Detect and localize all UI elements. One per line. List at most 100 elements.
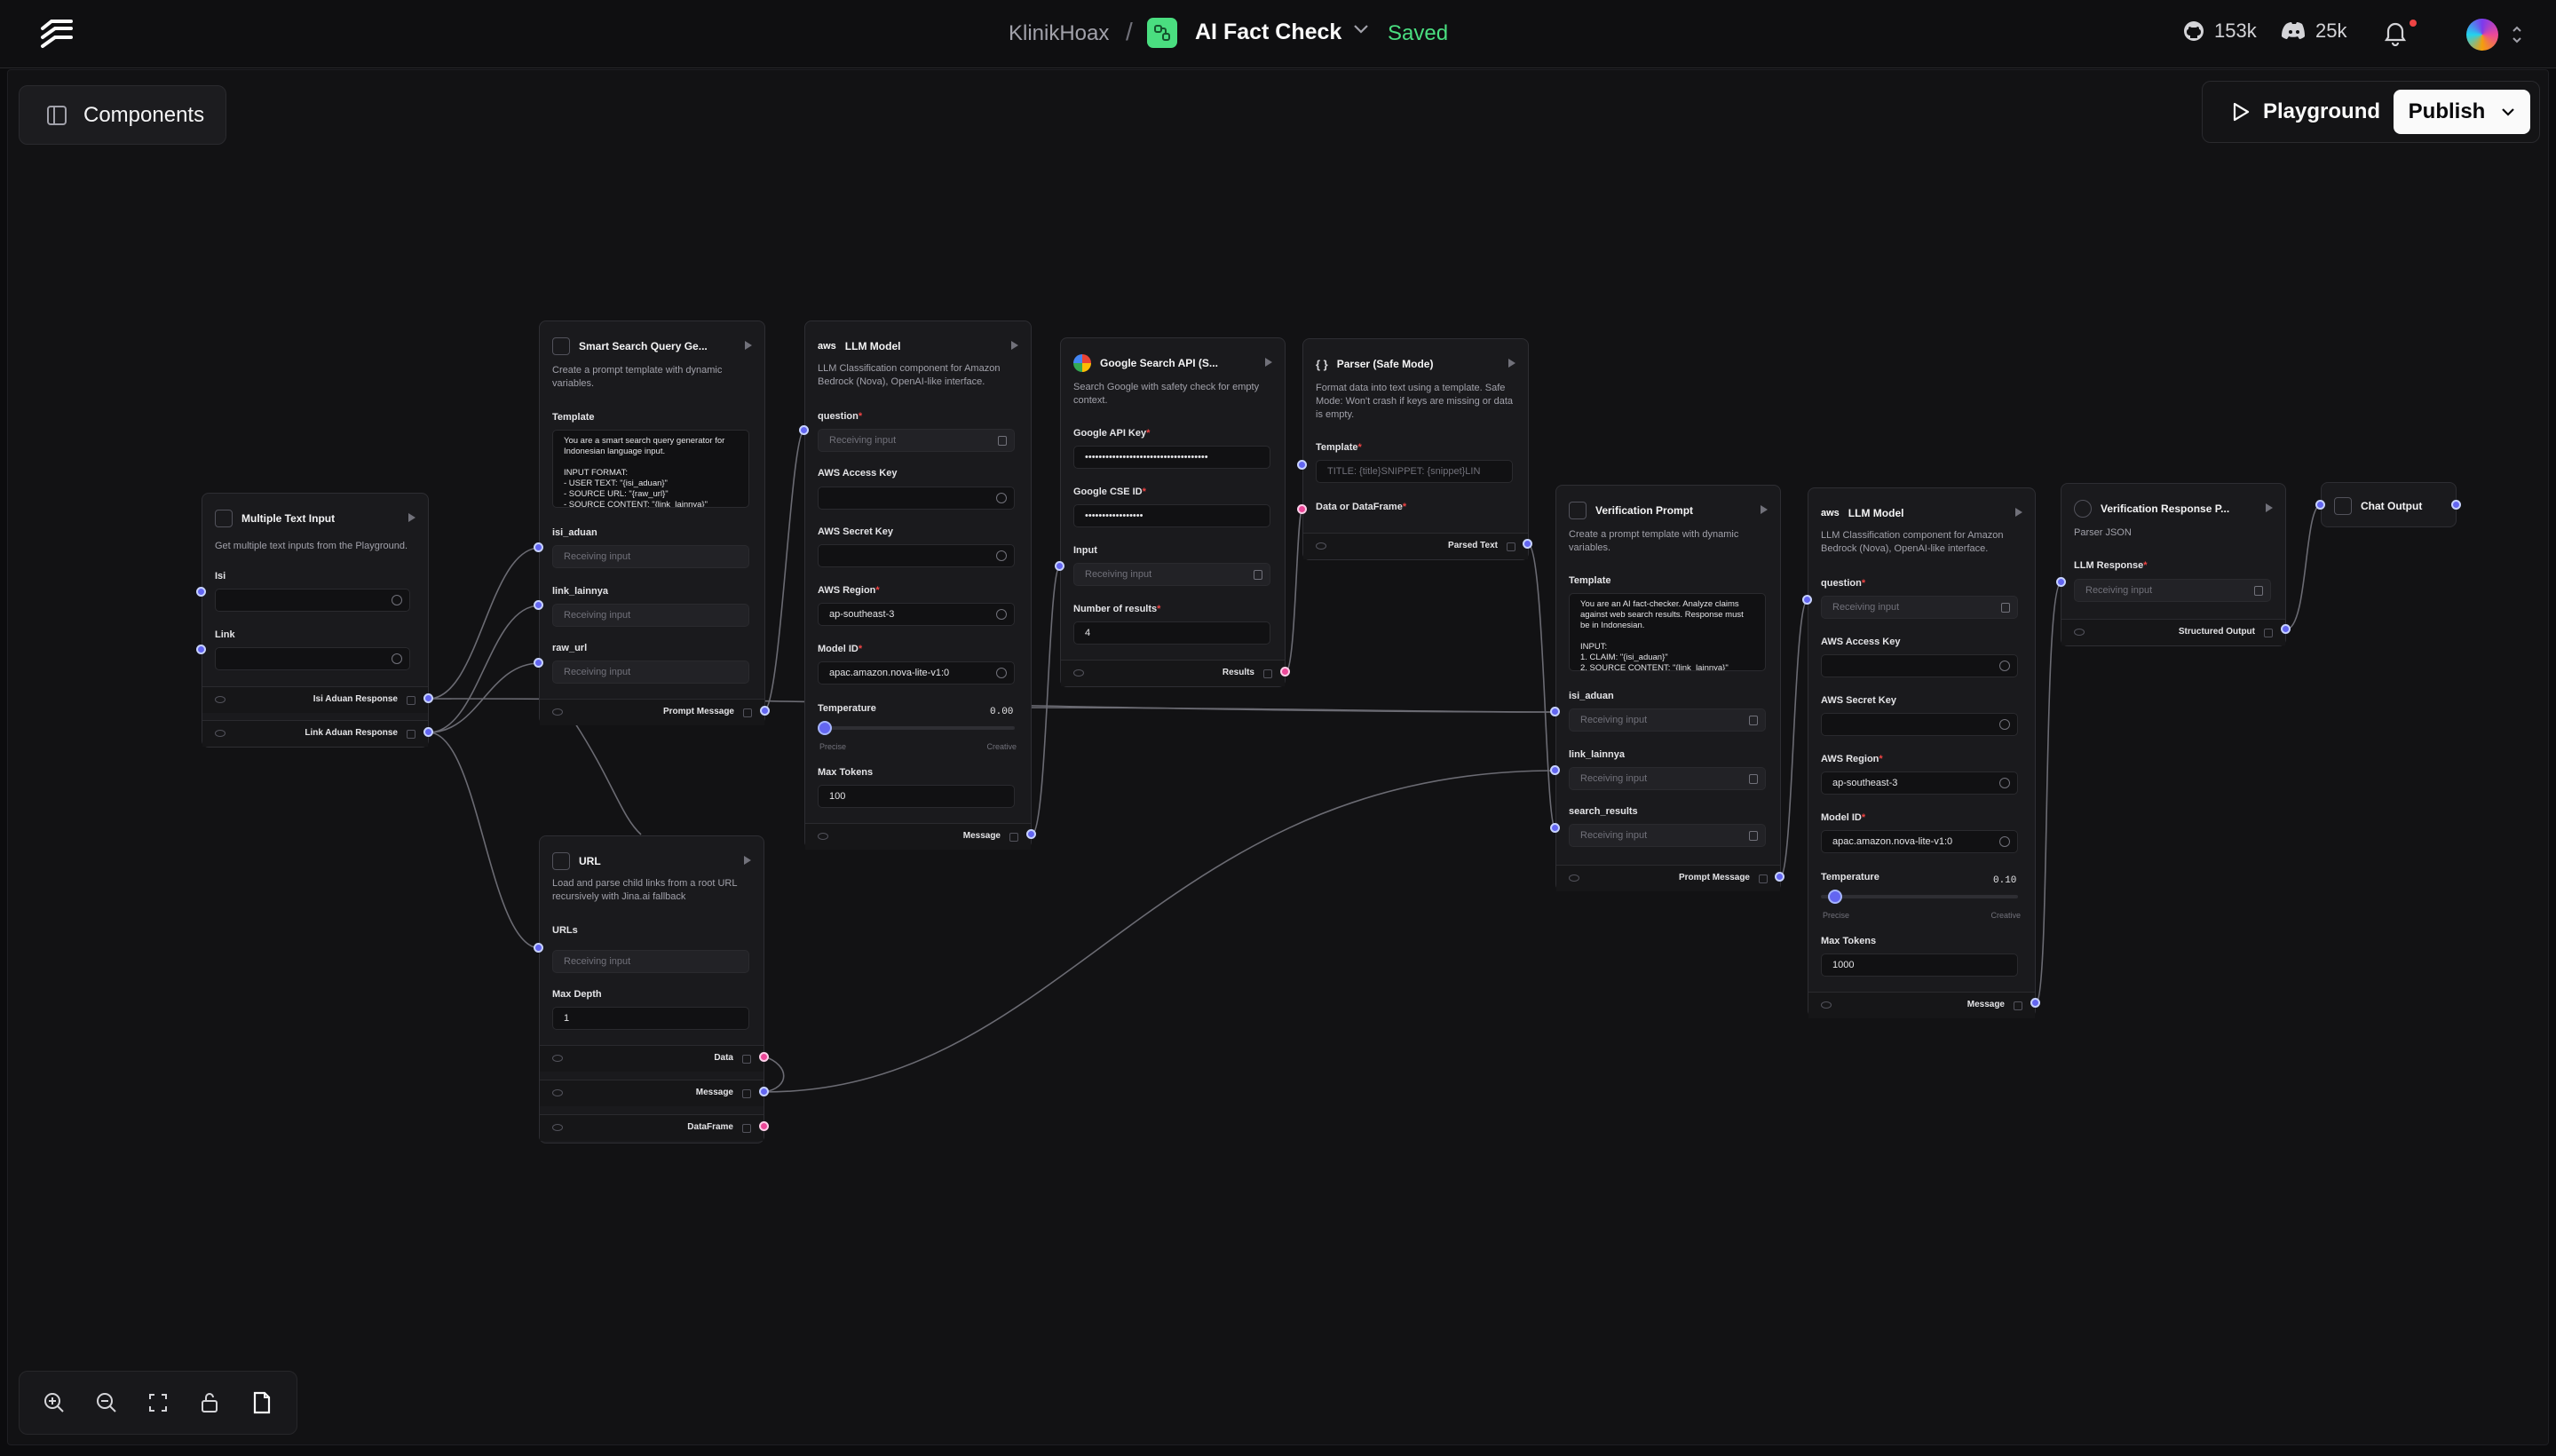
handle-url-message[interactable] bbox=[759, 1087, 769, 1096]
inspect-icon[interactable] bbox=[1263, 669, 1272, 678]
model-id-field[interactable]: apac.amazon.nova-lite-v1:0 bbox=[1821, 830, 2018, 853]
handle-llm2-question[interactable] bbox=[1802, 595, 1812, 605]
search-input[interactable]: Receiving input bbox=[1073, 563, 1270, 586]
globe-icon[interactable] bbox=[996, 550, 1007, 561]
handle-gsa-results[interactable] bbox=[1280, 667, 1290, 677]
chevron-up-down-icon[interactable] bbox=[2511, 23, 2523, 46]
play-icon[interactable] bbox=[1265, 358, 1272, 367]
handle-raw-url-in[interactable] bbox=[534, 658, 543, 668]
handle-link-lainnya-in[interactable] bbox=[534, 600, 543, 610]
output-dataframe[interactable]: DataFrame bbox=[540, 1114, 764, 1141]
max-depth-field[interactable]: 1 bbox=[552, 1007, 749, 1030]
handle-vp-link-lainnya[interactable] bbox=[1550, 765, 1560, 775]
inspect-icon[interactable] bbox=[407, 730, 415, 739]
inspect-icon[interactable] bbox=[1009, 833, 1018, 842]
eye-icon[interactable] bbox=[552, 708, 563, 716]
play-icon[interactable] bbox=[1761, 505, 1768, 514]
avatar[interactable] bbox=[2466, 19, 2498, 51]
github-stars-link[interactable]: 153k bbox=[2182, 20, 2257, 43]
zoom-in-icon[interactable] bbox=[38, 1387, 70, 1419]
handle-isi[interactable] bbox=[196, 587, 206, 597]
node-parser[interactable]: { }Parser (Safe Mode) Format data into t… bbox=[1302, 338, 1529, 560]
slider-knob[interactable] bbox=[1828, 890, 1842, 904]
handle-url-dataframe[interactable] bbox=[759, 1121, 769, 1131]
output-isi-aduan-response[interactable]: Isi Aduan Response bbox=[202, 686, 428, 713]
aws-region-field[interactable]: ap-southeast-3 bbox=[818, 603, 1015, 626]
handle-parser-template[interactable] bbox=[1297, 460, 1307, 470]
note-icon[interactable] bbox=[246, 1387, 278, 1419]
aws-region-field[interactable]: ap-southeast-3 bbox=[1821, 772, 2018, 795]
eye-icon[interactable] bbox=[1073, 669, 1084, 677]
inspect-icon[interactable] bbox=[1507, 542, 1515, 551]
inspect-icon[interactable] bbox=[742, 1055, 751, 1064]
playground-button[interactable]: Playground bbox=[2222, 90, 2389, 134]
play-icon[interactable] bbox=[1011, 341, 1018, 350]
handle-vp-out[interactable] bbox=[1775, 872, 1784, 882]
model-id-field[interactable]: apac.amazon.nova-lite-v1:0 bbox=[818, 661, 1015, 684]
inspect-icon[interactable] bbox=[2264, 629, 2273, 637]
eye-icon[interactable] bbox=[1821, 1001, 1832, 1009]
node-verification-prompt[interactable]: Verification Prompt Create a prompt temp… bbox=[1555, 485, 1781, 891]
parser-template-field[interactable]: TITLE: {title}SNIPPET: {snippet}LIN bbox=[1316, 460, 1513, 483]
globe-icon[interactable] bbox=[392, 653, 402, 664]
search-results-input[interactable]: Receiving input bbox=[1569, 824, 1766, 847]
eye-icon[interactable] bbox=[1569, 874, 1579, 882]
handle-gsa-input[interactable] bbox=[1055, 561, 1064, 571]
link-field[interactable] bbox=[215, 647, 410, 670]
output-structured-output[interactable]: Structured Output bbox=[2061, 619, 2285, 645]
eye-icon[interactable] bbox=[215, 730, 226, 737]
handle-llm1-message[interactable] bbox=[1026, 829, 1036, 839]
temperature-slider[interactable] bbox=[818, 721, 1015, 735]
eye-icon[interactable] bbox=[552, 1089, 563, 1096]
aws-secret-key-field[interactable] bbox=[1821, 713, 2018, 736]
flow-canvas[interactable] bbox=[7, 69, 2549, 1445]
handle-llm2-message[interactable] bbox=[2030, 998, 2040, 1008]
chevron-down-icon[interactable] bbox=[1353, 23, 1369, 36]
handle-vp-search-results[interactable] bbox=[1550, 823, 1560, 833]
node-smart-search-query[interactable]: Smart Search Query Ge... Create a prompt… bbox=[539, 320, 765, 725]
google-api-key-field[interactable]: •••••••••••••••••••••••••••••••••••• bbox=[1073, 446, 1270, 469]
eye-icon[interactable] bbox=[1316, 542, 1326, 550]
globe-icon[interactable] bbox=[1999, 719, 2010, 730]
handle-urls-in[interactable] bbox=[534, 943, 543, 953]
slider-knob[interactable] bbox=[818, 721, 832, 735]
handle-isi-aduan-in[interactable] bbox=[534, 542, 543, 552]
handle-link[interactable] bbox=[196, 645, 206, 654]
langflow-logo-icon[interactable] bbox=[39, 18, 75, 50]
google-cse-id-field[interactable]: ••••••••••••••••• bbox=[1073, 504, 1270, 527]
eye-icon[interactable] bbox=[552, 1055, 563, 1062]
node-url[interactable]: URL Load and parse child links from a ro… bbox=[539, 835, 764, 1143]
fit-view-icon[interactable] bbox=[142, 1387, 174, 1419]
output-prompt-message[interactable]: Prompt Message bbox=[1556, 865, 1780, 891]
output-prompt-message[interactable]: Prompt Message bbox=[540, 699, 764, 725]
template-field[interactable]: You are a smart search query generator f… bbox=[552, 430, 749, 508]
max-tokens-field[interactable]: 100 bbox=[818, 785, 1015, 808]
play-icon[interactable] bbox=[744, 856, 751, 865]
output-message[interactable]: Message bbox=[540, 1080, 764, 1106]
link-lainnya-input[interactable]: Receiving input bbox=[552, 604, 749, 627]
output-data[interactable]: Data bbox=[540, 1045, 764, 1072]
globe-icon[interactable] bbox=[1999, 778, 2010, 788]
output-link-aduan-response[interactable]: Link Aduan Response bbox=[202, 720, 428, 747]
raw-url-input[interactable]: Receiving input bbox=[552, 661, 749, 684]
play-icon[interactable] bbox=[2015, 508, 2022, 517]
inspect-icon[interactable] bbox=[1759, 874, 1768, 883]
lock-icon[interactable] bbox=[194, 1387, 226, 1419]
temperature-slider[interactable] bbox=[1821, 890, 2018, 904]
max-tokens-field[interactable]: 1000 bbox=[1821, 954, 2018, 977]
play-icon[interactable] bbox=[2266, 503, 2273, 512]
inspect-icon[interactable] bbox=[742, 1124, 751, 1133]
play-icon[interactable] bbox=[1508, 359, 1515, 368]
inspect-icon[interactable] bbox=[742, 1089, 751, 1098]
breadcrumb-project[interactable]: KlinikHoax bbox=[1009, 21, 1110, 45]
eye-icon[interactable] bbox=[552, 1124, 563, 1131]
handle-url-data[interactable] bbox=[759, 1052, 769, 1062]
handle-question-in[interactable] bbox=[799, 425, 809, 435]
isi-aduan-input[interactable]: Receiving input bbox=[1569, 708, 1766, 732]
handle-vrp-in[interactable] bbox=[2056, 577, 2066, 587]
output-results[interactable]: Results bbox=[1061, 660, 1285, 686]
globe-icon[interactable] bbox=[392, 595, 402, 605]
handle-chat-in[interactable] bbox=[2315, 500, 2325, 510]
node-verification-response-parser[interactable]: Verification Response P... Parser JSON L… bbox=[2061, 483, 2286, 646]
